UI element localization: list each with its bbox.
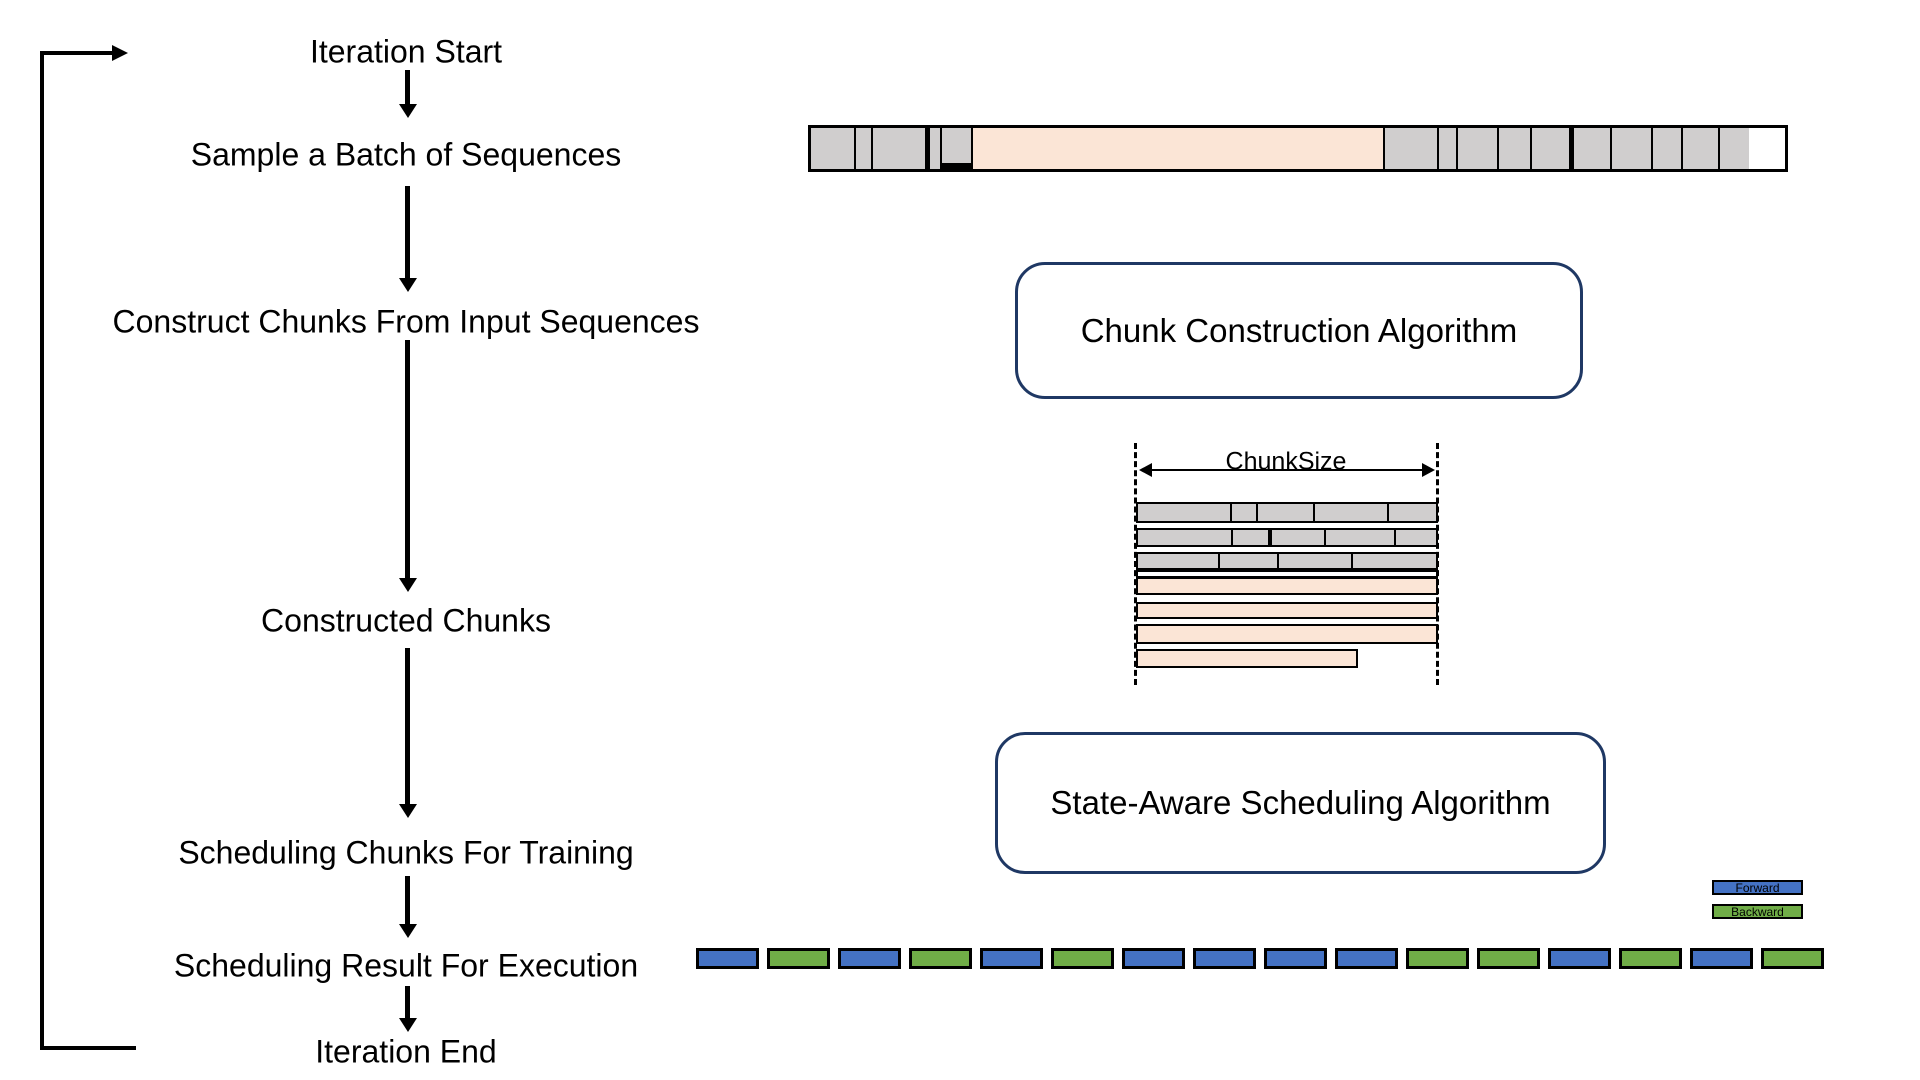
chunk-row: [1136, 502, 1438, 523]
schedule-box-blue: [980, 948, 1043, 969]
chunk-segment: [1387, 504, 1428, 521]
arrow-4-shaft: [405, 648, 410, 804]
legend-forward-label: Forward: [1735, 880, 1780, 895]
sequence-segment: [1651, 128, 1681, 169]
schedule-box-blue: [838, 948, 901, 969]
sequence-segment: [971, 128, 1383, 169]
chunk-segment: [1277, 554, 1351, 568]
node-construct-chunks: Construct Chunks From Input Sequences: [112, 303, 700, 340]
arrow-2-head-icon: [399, 278, 417, 292]
sequence-segment: [871, 128, 925, 169]
arrow-1-head-icon: [399, 104, 417, 118]
schedule-box-blue: [696, 948, 759, 969]
chunk-segment: [1230, 504, 1256, 521]
arrow-5-shaft: [405, 876, 410, 924]
sequence-segment: [1497, 128, 1530, 169]
loop-line-bottom: [40, 1046, 136, 1050]
arrow-2-shaft: [405, 186, 410, 278]
arrow-6-head-icon: [399, 1018, 417, 1032]
chunksize-dashed-left: [1134, 443, 1137, 685]
arrow-6-shaft: [405, 986, 410, 1018]
state-aware-scheduling-box: State-Aware Scheduling Algorithm: [995, 732, 1606, 874]
chunk-row: [1136, 577, 1438, 595]
chunksize-arrowhead-left-icon: [1139, 463, 1152, 477]
loop-line-vertical: [40, 51, 44, 1050]
sequence-segment: [811, 128, 854, 169]
sequence-segment: [1383, 128, 1437, 169]
schedule-box-green: [909, 948, 972, 969]
node-constructed-chunks: Constructed Chunks: [261, 602, 551, 639]
chunk-construction-label: Chunk Construction Algorithm: [1080, 311, 1518, 349]
chunk-row: [1136, 552, 1438, 570]
node-iteration-end: Iteration End: [315, 1033, 497, 1070]
sequence-batch-bar: [808, 125, 1788, 172]
sequence-segment: [1718, 128, 1749, 169]
legend-backward: Backward: [1712, 904, 1803, 919]
chunksize-label: ChunkSize: [1225, 447, 1347, 476]
schedule-box-blue: [1548, 948, 1611, 969]
schedule-box-green: [767, 948, 830, 969]
chunk-row: [1136, 649, 1358, 668]
loop-line-top: [40, 51, 114, 55]
node-scheduling-result: Scheduling Result For Execution: [173, 947, 639, 984]
sequence-segment: [1610, 128, 1651, 169]
schedule-box-green: [1051, 948, 1114, 969]
arrow-1-shaft: [405, 70, 410, 104]
chunk-segment: [1351, 554, 1430, 568]
chunk-segment: [1138, 504, 1230, 521]
schedule-box-blue: [1193, 948, 1256, 969]
schedule-box-green: [1761, 948, 1824, 969]
schedule-box-blue: [1690, 948, 1753, 969]
schedule-box-green: [1406, 948, 1469, 969]
chunk-segment: [1313, 504, 1387, 521]
legend-forward: Forward: [1712, 880, 1803, 895]
schedule-box-blue: [1122, 948, 1185, 969]
chunk-row: [1136, 602, 1438, 619]
chunksize-arrow-shaft: [1149, 469, 1425, 471]
schedule-box-green: [1619, 948, 1682, 969]
schedule-box-green: [1477, 948, 1540, 969]
node-sample-batch: Sample a Batch of Sequences: [190, 136, 622, 173]
sequence-segment: [1437, 128, 1456, 169]
node-iteration-start: Iteration Start: [309, 33, 503, 70]
sequence-segment: [1456, 128, 1497, 169]
chunk-segment: [1268, 530, 1324, 545]
chunk-segment: [1218, 554, 1277, 568]
sequence-segment: [1530, 128, 1569, 169]
chunk-segment: [1138, 554, 1218, 568]
sequence-segment: [925, 128, 940, 169]
chunk-segment: [1324, 530, 1394, 545]
arrow-3-head-icon: [399, 578, 417, 592]
legend-backward-label: Backward: [1731, 904, 1784, 919]
loop-arrowhead-icon: [112, 45, 128, 61]
chunksize-arrowhead-right-icon: [1422, 463, 1435, 477]
arrow-4-head-icon: [399, 804, 417, 818]
schedule-box-blue: [1335, 948, 1398, 969]
sequence-segment: [854, 128, 871, 169]
state-aware-scheduling-label: State-Aware Scheduling Algorithm: [1050, 784, 1551, 821]
chunk-row: [1136, 624, 1438, 644]
schedule-box-blue: [1264, 948, 1327, 969]
chunk-segment: [1231, 530, 1268, 545]
chunk-segment: [1394, 530, 1426, 545]
arrow-3-shaft: [405, 340, 410, 578]
arrow-5-head-icon: [399, 924, 417, 938]
chunk-construction-box: Chunk Construction Algorithm: [1015, 262, 1583, 399]
sequence-segment: [1681, 128, 1718, 169]
node-scheduling-chunks: Scheduling Chunks For Training: [178, 834, 634, 871]
chunk-row: [1136, 528, 1438, 547]
sequence-segment: [1569, 128, 1610, 169]
chunk-segment: [1256, 504, 1313, 521]
sequence-segment: [940, 128, 971, 169]
chunk-segment: [1138, 530, 1231, 545]
